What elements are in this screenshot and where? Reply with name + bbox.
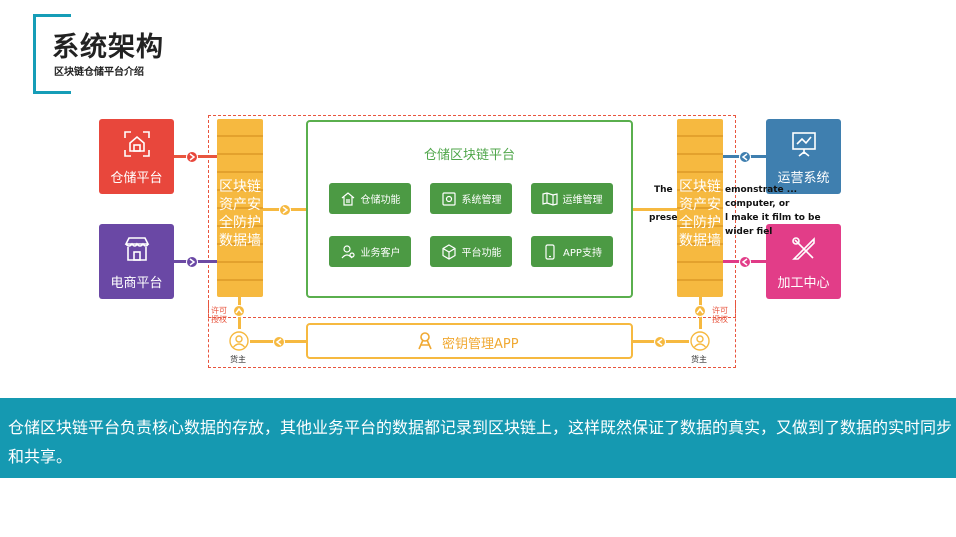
arrow-left-icon (739, 151, 751, 163)
overlay-caption: computer, or (725, 199, 790, 209)
owner-label-right: 货主 (691, 355, 707, 364)
function-app-support: APP支持 (531, 236, 613, 267)
overlay-caption: emonstrate ... (725, 185, 798, 195)
arrow-right-icon (186, 151, 198, 163)
house-icon (341, 191, 354, 206)
description-text: 仓储区块链平台负责核心数据的存放，其他业务平台的数据都记录到区块链上，这样既然保… (8, 418, 953, 466)
arrow-up-icon (694, 305, 706, 317)
owner-icon (690, 331, 710, 351)
function-warehouse: 仓储功能 (329, 183, 411, 214)
arrow-up-icon (233, 305, 245, 317)
source-label: 仓储平台 (110, 171, 163, 186)
owner-icon (229, 331, 249, 351)
arrow-right-icon (186, 256, 198, 268)
permission-label-left: 许可 授权 (211, 306, 227, 324)
title-bracket (33, 14, 71, 94)
arrow-left-icon (273, 336, 285, 348)
owner-label-left: 货主 (230, 355, 246, 364)
platform-dashed-frame (208, 115, 736, 318)
platform-title: 仓储区块链平台 (423, 148, 515, 163)
arrow-left-icon (654, 336, 666, 348)
description-banner (0, 398, 956, 478)
arrow-right-icon (279, 204, 291, 216)
shop-icon (124, 237, 150, 261)
lower-dashed-frame (208, 303, 736, 368)
warehouse-icon (124, 131, 150, 157)
permission-label-right: 许可 授权 (712, 306, 728, 324)
overlay-caption: prese (649, 213, 678, 223)
source-box-processing: 加工中心 (766, 224, 841, 299)
source-label: 电商平台 (110, 276, 163, 291)
firewall-left (217, 119, 263, 297)
key-management-label: 密钥管理APP (442, 337, 519, 352)
user-icon (341, 244, 355, 258)
connector-right-platform (633, 208, 677, 211)
firewall-left-label: 区块链 资产安 全防护 数据墙 (219, 179, 261, 249)
firewall-right (677, 119, 723, 297)
overlay-caption: wider fiel (725, 227, 773, 237)
function-business-client: 业务客户 (329, 236, 411, 267)
function-system-admin: 系统管理 (430, 183, 512, 214)
key-management-box (306, 323, 633, 359)
function-platform: 平台功能 (430, 236, 512, 267)
tools-icon (792, 237, 815, 260)
key-icon (418, 332, 432, 350)
source-box-ecommerce: 电商平台 (99, 224, 174, 299)
cube-icon (441, 243, 456, 260)
page-subtitle: 区块链仓储平台介绍 (54, 67, 144, 78)
firewall-right-label: 区块链 资产安 全防护 数据墙 (679, 179, 721, 249)
overlay-caption: l make it film to be (725, 213, 821, 223)
source-box-warehouse: 仓储平台 (99, 119, 174, 194)
source-label: 运营系统 (777, 171, 830, 186)
map-icon (541, 191, 558, 206)
phone-icon (545, 243, 555, 260)
presentation-icon (792, 132, 816, 157)
source-box-operations: 运营系统 (766, 119, 841, 194)
function-ops-admin: 运维管理 (531, 183, 613, 214)
overlay-caption: The (654, 185, 673, 195)
page-title: 系统架构 (52, 32, 164, 63)
source-label: 加工中心 (777, 276, 830, 291)
arrow-left-icon (739, 256, 751, 268)
gear-box-icon (441, 191, 456, 206)
